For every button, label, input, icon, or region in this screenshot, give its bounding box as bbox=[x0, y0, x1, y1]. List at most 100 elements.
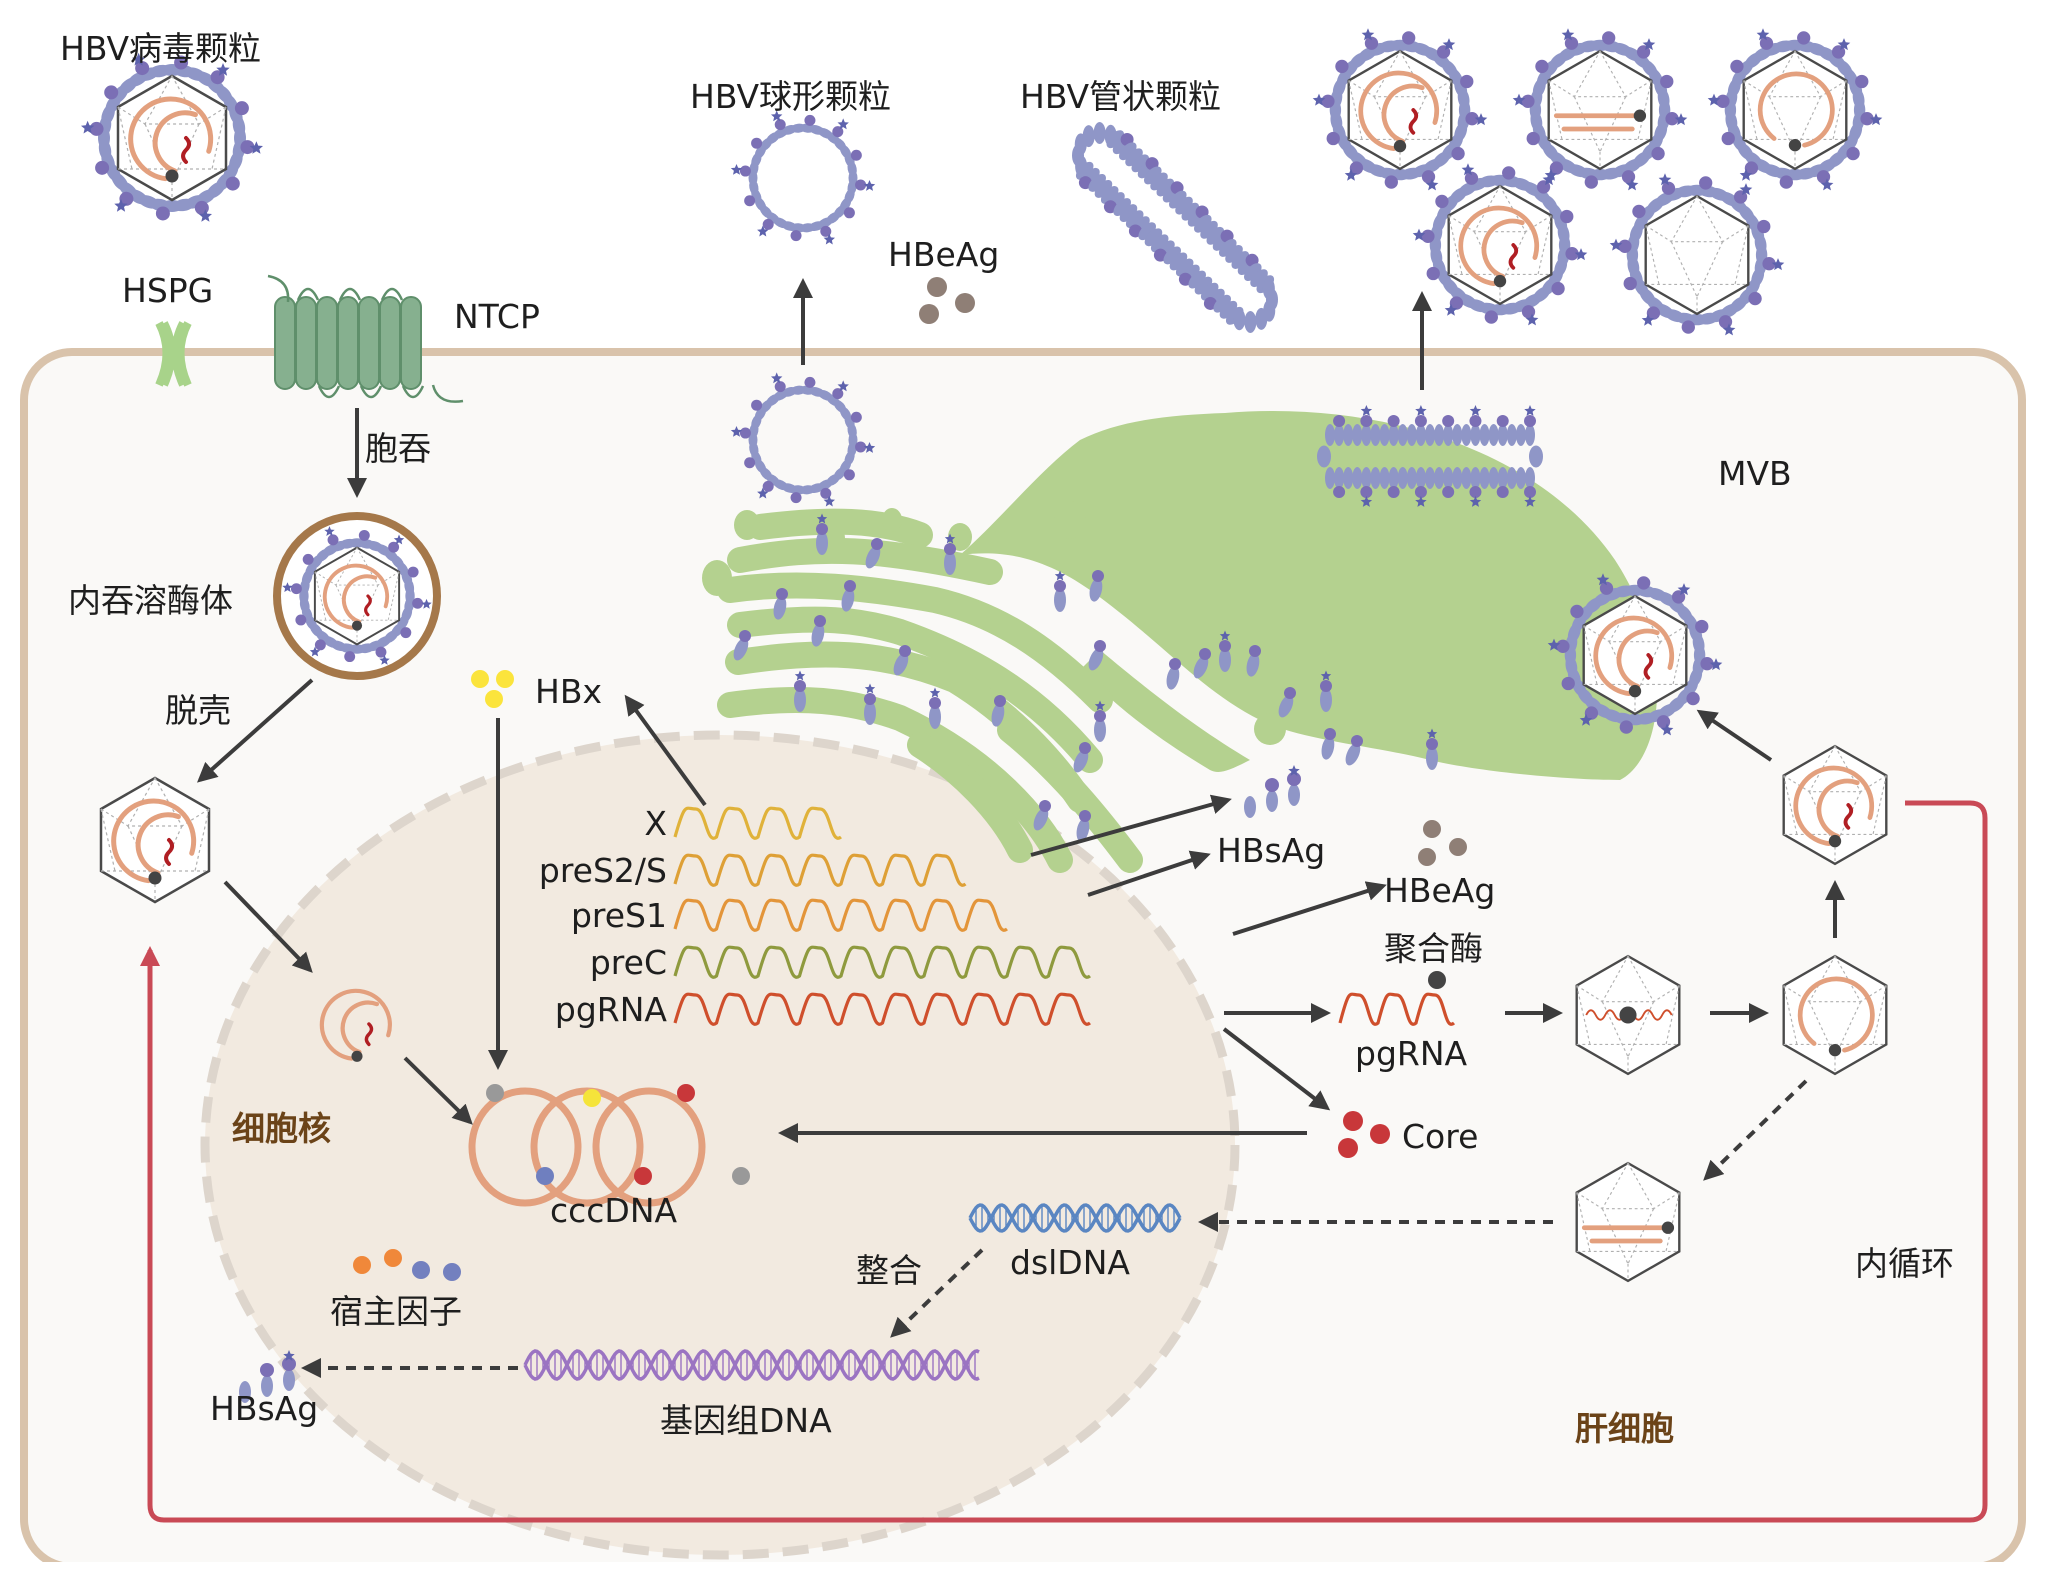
arrow-x-to-hbx bbox=[624, 694, 707, 807]
host-factor-dot bbox=[412, 1261, 430, 1279]
transcript-label: preS2/S bbox=[539, 851, 667, 890]
label-endolysosome: 内吞溶酶体 bbox=[68, 581, 233, 620]
label-filamentous-particle: HBV管状颗粒 bbox=[1020, 77, 1221, 116]
label-hbx: HBx bbox=[535, 672, 602, 711]
released-virion-4 bbox=[1412, 163, 1588, 326]
hbeag-dot bbox=[1449, 838, 1467, 856]
label-hepatocyte: 肝细胞 bbox=[1575, 1409, 1674, 1448]
genomic-dna-helix bbox=[523, 1349, 980, 1381]
label-uncoating: 脱壳 bbox=[165, 691, 231, 730]
label-polymerase: 聚合酶 bbox=[1384, 929, 1483, 968]
released-virion-1 bbox=[1312, 28, 1488, 191]
released-virion-2 bbox=[1512, 28, 1688, 191]
label-core: Core bbox=[1402, 1117, 1478, 1156]
hbeag-dot bbox=[919, 304, 939, 324]
arrow-to-hbeag bbox=[1232, 881, 1387, 936]
arrow-to-core bbox=[1222, 1027, 1331, 1111]
hbx-dot bbox=[496, 670, 514, 688]
arrow-envelopment bbox=[1696, 709, 1773, 762]
arrow-rcdna-to-cccdna bbox=[403, 1056, 473, 1125]
cccdna-marker bbox=[677, 1084, 695, 1102]
label-hbsag-inner: HBsAg bbox=[210, 1389, 318, 1428]
pgrna-exported bbox=[1338, 992, 1456, 1026]
hbeag-dot bbox=[927, 277, 947, 297]
mvb-budding-virion-envelope bbox=[1547, 573, 1723, 736]
label-endocytosis: 胞吞 bbox=[365, 429, 431, 468]
ntcp-transporter bbox=[267, 274, 464, 403]
spherical-particle bbox=[730, 110, 876, 245]
arrow-integration bbox=[890, 1248, 984, 1338]
polymerase-dot bbox=[1428, 971, 1446, 989]
label-cccdna: cccDNA bbox=[550, 1191, 678, 1230]
label-hbeag-secreted: HBeAg bbox=[888, 235, 999, 274]
label-mvb: MVB bbox=[1718, 454, 1792, 493]
released-virion-2-envelope bbox=[1512, 28, 1688, 191]
virion-extracellular-envelope bbox=[81, 52, 263, 222]
label-recycling: 内循环 bbox=[1855, 1244, 1954, 1283]
golgi-mvb-complex bbox=[702, 410, 1658, 873]
label-hbeag-mid: HBeAg bbox=[1384, 871, 1495, 910]
label-virion: HBV病毒颗粒 bbox=[60, 29, 261, 68]
arrow-to-nucleus bbox=[223, 880, 313, 973]
released-virion-2-capsid bbox=[1547, 49, 1653, 171]
recycling-arrow bbox=[140, 800, 1988, 1523]
released-virion-1-envelope bbox=[1312, 28, 1488, 191]
arrow-to-hbsag-2 bbox=[1087, 850, 1211, 897]
transcript-pgrna bbox=[673, 992, 1092, 1026]
label-host-factors: 宿主因子 bbox=[330, 1292, 462, 1331]
endolysosome-virion bbox=[282, 526, 432, 665]
arrow-uncoating bbox=[197, 678, 314, 783]
transcript-prec bbox=[673, 945, 1092, 979]
host-factor-dot bbox=[384, 1249, 402, 1267]
core-dot bbox=[1343, 1111, 1363, 1131]
label-dsldna: dslDNA bbox=[1010, 1243, 1130, 1282]
transcript-label: X bbox=[644, 804, 667, 843]
label-spherical-particle: HBV球形颗粒 bbox=[690, 77, 891, 116]
hbx-dot bbox=[471, 670, 489, 688]
label-genomic-dna: 基因组DNA bbox=[660, 1401, 832, 1440]
core-dot bbox=[1370, 1124, 1390, 1144]
cccdna-marker bbox=[486, 1084, 504, 1102]
label-pgrna-out: pgRNA bbox=[1355, 1034, 1468, 1073]
arrow-to-dsl bbox=[1703, 1079, 1808, 1181]
cccdna-marker bbox=[732, 1167, 750, 1185]
transcript-x bbox=[673, 806, 843, 840]
label-integration: 整合 bbox=[856, 1251, 922, 1290]
released-virion-4-envelope bbox=[1412, 163, 1588, 326]
spherical-particle-budding bbox=[730, 372, 876, 507]
label-hspg: HSPG bbox=[122, 271, 213, 310]
hbeag-dot bbox=[955, 293, 975, 313]
core-dot bbox=[1338, 1138, 1358, 1158]
label-ntcp: NTCP bbox=[454, 297, 540, 336]
label-nucleus: 细胞核 bbox=[232, 1109, 331, 1148]
released-virion-3 bbox=[1707, 28, 1883, 191]
transcript-label: preC bbox=[590, 943, 667, 982]
transcript-pres1 bbox=[673, 898, 1009, 932]
filamentous-particle bbox=[1072, 122, 1278, 333]
arrow-to-hbsag-1 bbox=[1030, 794, 1232, 857]
dsl-dna-helix bbox=[968, 1203, 1182, 1233]
cccdna-marker bbox=[634, 1167, 652, 1185]
cccdna-marker bbox=[583, 1089, 601, 1107]
cccdna-marker bbox=[536, 1167, 554, 1185]
released-empty-virion-capsid bbox=[1644, 194, 1750, 316]
golgi-surface-proteins bbox=[733, 513, 1438, 842]
cccdna-minichromosome bbox=[468, 1084, 750, 1207]
hbeag-dot bbox=[1423, 820, 1441, 838]
mvb-budding-virion bbox=[1547, 573, 1723, 736]
host-factor-dot bbox=[443, 1263, 461, 1281]
hbeag-dot bbox=[1418, 848, 1436, 866]
transcript-pres2-s bbox=[673, 853, 967, 887]
hbx-dot bbox=[485, 690, 503, 708]
hspg-receptor bbox=[155, 321, 192, 387]
mvb-filament bbox=[1317, 405, 1543, 507]
hbsag-cluster-inner bbox=[239, 1350, 296, 1403]
hbsag-cluster-mid bbox=[1244, 765, 1301, 818]
transcript-label: pgRNA bbox=[555, 990, 668, 1029]
label-hbsag-mid: HBsAg bbox=[1217, 831, 1325, 870]
virion-extracellular bbox=[81, 52, 263, 222]
transcript-label: preS1 bbox=[571, 896, 667, 935]
released-empty-virion bbox=[1609, 173, 1785, 336]
host-factor-dot bbox=[353, 1256, 371, 1274]
